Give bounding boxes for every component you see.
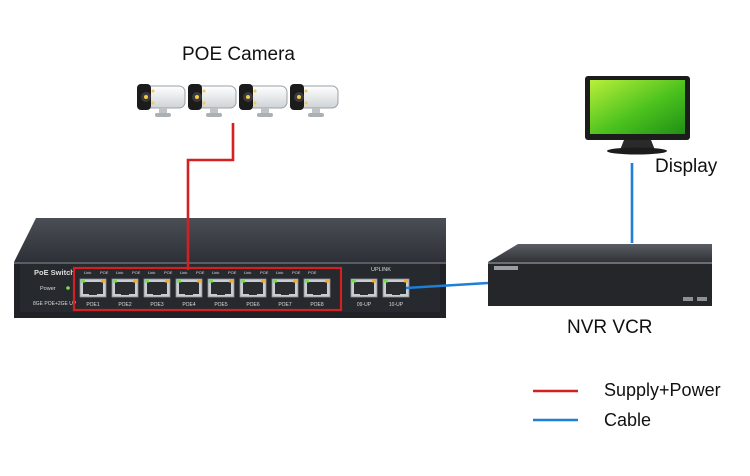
nvr-recorder	[488, 244, 712, 306]
switch-model-label: 8GE POE+2GE UP	[33, 301, 77, 307]
rj45-port-icon	[207, 278, 235, 298]
camera-icon	[239, 84, 288, 117]
led-label: POE	[132, 270, 141, 275]
switch-power-label: Power	[40, 286, 56, 292]
legend-supply-power-label: Supply+Power	[604, 380, 721, 400]
switch-brand-label: PoE Switch	[34, 268, 75, 277]
legend-cable-label: Cable	[604, 410, 652, 430]
poe-camera-group	[137, 84, 339, 117]
uplink-port-label: 10-UP	[389, 302, 404, 308]
rj45-port-icon	[79, 278, 107, 298]
led-label: Link	[180, 270, 187, 275]
poe-port-label: POE1	[86, 302, 100, 308]
poe-port-label: POE6	[246, 302, 260, 308]
poe-port-label: POE3	[150, 302, 164, 308]
monitor-icon	[585, 76, 690, 155]
camera-icon	[290, 84, 339, 117]
led-label: POE	[228, 270, 237, 275]
led-label: POE	[308, 270, 317, 275]
led-label: POE	[196, 270, 205, 275]
switch-nvr-cable	[405, 281, 489, 290]
supply-power-line	[186, 123, 235, 270]
rj45-port-icon	[111, 278, 139, 298]
uplink-port-label: 09-UP	[357, 302, 372, 308]
led-label: POE	[164, 270, 173, 275]
poe-port-group: POE1LinkPOE2LinkPOEPOE3LinkPOEPOE4LinkPO…	[79, 270, 331, 308]
poe-port-label: POE7	[278, 302, 292, 308]
led-label: Link	[148, 270, 155, 275]
led-label: Link	[276, 270, 283, 275]
rj45-port-icon	[143, 278, 171, 298]
rj45-port-icon	[175, 278, 203, 298]
poe-port-label: POE8	[310, 302, 324, 308]
rj45-port-icon	[239, 278, 267, 298]
rj45-port-icon	[271, 278, 299, 298]
poe-port-label: POE4	[182, 302, 196, 308]
led-label: Link	[116, 270, 123, 275]
camera-icon	[188, 84, 237, 117]
poe-port-label: POE2	[118, 302, 132, 308]
nvr-label: NVR VCR	[567, 317, 653, 338]
poe-camera-label: POE Camera	[182, 44, 295, 65]
led-label: Link	[84, 270, 91, 275]
rj45-port-icon	[303, 278, 331, 298]
poe-port-label: POE5	[214, 302, 228, 308]
led-label: POE	[100, 270, 109, 275]
led-label: POE	[260, 270, 269, 275]
poe-ports-highlight	[72, 266, 343, 312]
led-label: Link	[212, 270, 219, 275]
led-label: POE	[292, 270, 301, 275]
power-led-icon	[66, 286, 70, 290]
rj45-port-icon	[382, 278, 410, 298]
uplink-label: UPLINK	[371, 267, 391, 273]
rj45-port-icon	[350, 278, 378, 298]
camera-icon	[137, 84, 186, 117]
display-label: Display	[655, 156, 718, 177]
uplink-port-group: 09-UP 10-UP	[350, 278, 410, 308]
led-label: Link	[244, 270, 251, 275]
